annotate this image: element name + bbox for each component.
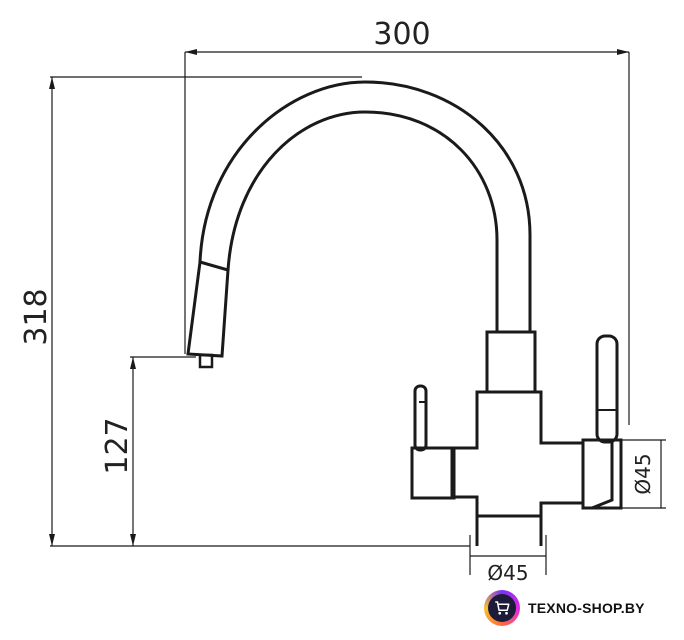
base-diameter-dimension: Ø45	[469, 535, 547, 585]
brand-name: TEXNO-SHOP.BY	[528, 600, 645, 616]
height-arrow-bottom	[49, 534, 55, 546]
cart-icon	[495, 601, 510, 615]
spout-arrow-bottom	[130, 534, 136, 546]
spout-outer-curve	[198, 80, 532, 332]
width-dimension: 300	[184, 17, 630, 425]
width-label: 300	[373, 17, 430, 52]
right-lever-handle	[595, 334, 619, 444]
spout-arrow-top	[130, 357, 136, 369]
faucet	[186, 80, 623, 546]
spout-height-dimension: 127	[100, 356, 196, 546]
neck-collar	[485, 330, 537, 394]
brand-watermark: TEXNO-SHOP.BY	[484, 588, 645, 628]
spout-inner-curve	[226, 110, 499, 332]
pull-out-head	[186, 260, 230, 358]
aerator	[198, 353, 214, 369]
right-valve-cap	[583, 438, 614, 510]
brand-logo	[484, 590, 520, 626]
right-valve-housing	[581, 438, 623, 510]
faucet-body	[450, 390, 585, 518]
width-arrow-left	[185, 49, 197, 55]
height-dimension: 318	[19, 76, 470, 547]
height-label: 318	[19, 288, 54, 345]
left-valve-housing	[410, 446, 456, 500]
height-arrow-top	[49, 77, 55, 89]
spout-height-label: 127	[100, 417, 135, 474]
base-diameter-label: Ø45	[487, 561, 528, 585]
side-diameter-dimension: Ø45	[621, 439, 666, 509]
side-diameter-label: Ø45	[631, 453, 655, 494]
left-lever-handle	[413, 384, 428, 452]
width-arrow-right	[617, 49, 629, 55]
